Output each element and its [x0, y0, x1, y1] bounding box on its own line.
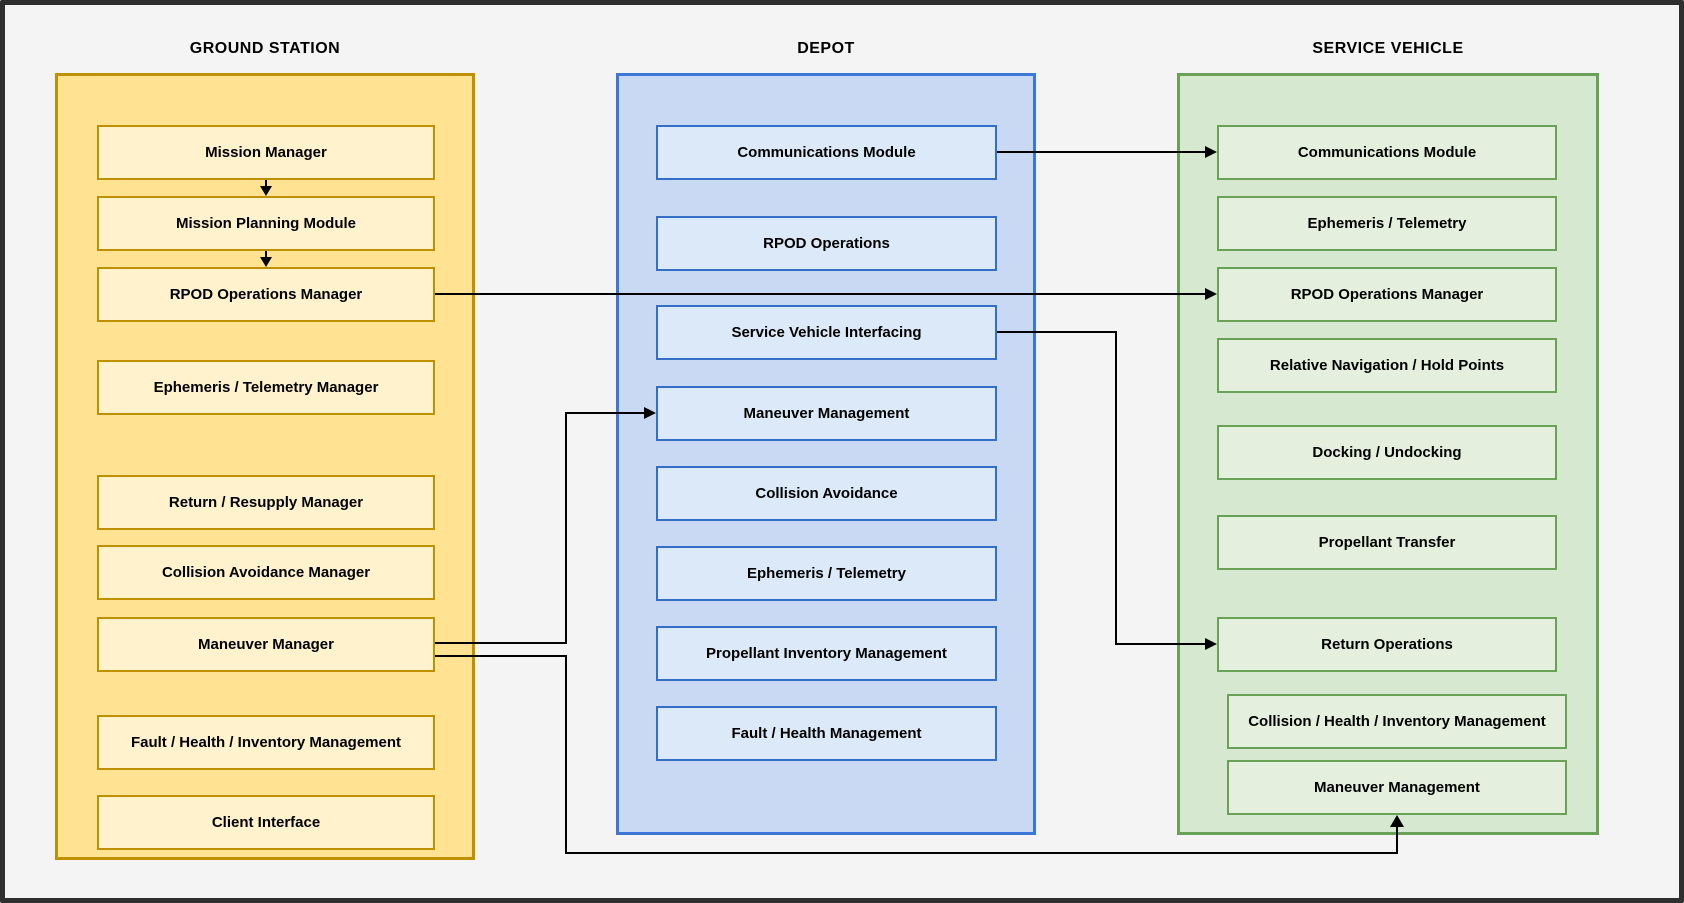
box-label: Collision Avoidance — [755, 485, 898, 502]
box-label: Client Interface — [211, 814, 321, 831]
sv-box-relative-navigation-hold-points: Relative Navigation / Hold Points — [1217, 338, 1557, 393]
box-label: Collision / Health / Inventory Managemen… — [1248, 713, 1546, 730]
arrowhead-up-icon — [1390, 815, 1404, 827]
gs-box-mission-planning-module: Mission Planning Module — [97, 196, 435, 251]
depot-box-communications-module: Communications Module — [656, 125, 997, 180]
sv-box-collision-health-inventory-management: Collision / Health / Inventory Managemen… — [1227, 694, 1567, 749]
box-label: RPOD Operations Manager — [169, 286, 363, 303]
arrowhead-right-icon — [1205, 146, 1217, 158]
depot-box-ephemeris-telemetry: Ephemeris / Telemetry — [656, 546, 997, 601]
depot-box-maneuver-management: Maneuver Management — [656, 386, 997, 441]
arrowhead-right-icon — [1205, 288, 1217, 300]
sv-box-return-operations: Return Operations — [1217, 617, 1557, 672]
box-label: RPOD Operations — [763, 235, 890, 252]
gs-box-client-interface: Client Interface — [97, 795, 435, 850]
box-label: Communications Module — [737, 144, 916, 161]
box-label: Service Vehicle Interfacing — [731, 324, 922, 341]
gs-box-return-resupply-manager: Return / Resupply Manager — [97, 475, 435, 530]
gs-box-rpod-operations-manager: RPOD Operations Manager — [97, 267, 435, 322]
box-label: Relative Navigation / Hold Points — [1269, 357, 1505, 374]
box-label: Propellant Transfer — [1318, 534, 1456, 551]
depot-box-propellant-inventory-management: Propellant Inventory Management — [656, 626, 997, 681]
box-label: Return / Resupply Manager — [168, 494, 364, 511]
box-label: Ephemeris / Telemetry Manager — [153, 379, 379, 396]
sv-box-propellant-transfer: Propellant Transfer — [1217, 515, 1557, 570]
gs-box-collision-avoidance-manager: Collision Avoidance Manager — [97, 545, 435, 600]
box-label: Fault / Health / Inventory Management — [130, 734, 402, 751]
box-label: Return Operations — [1321, 636, 1453, 653]
sv-box-maneuver-management: Maneuver Management — [1227, 760, 1567, 815]
box-label: Maneuver Management — [743, 405, 910, 422]
arrowhead-right-icon — [644, 407, 656, 419]
box-label: Collision Avoidance Manager — [161, 564, 371, 581]
box-label: Communications Module — [1297, 144, 1477, 161]
box-label: Docking / Undocking — [1312, 444, 1462, 461]
box-label: Ephemeris / Telemetry — [747, 565, 906, 582]
depot-box-collision-avoidance: Collision Avoidance — [656, 466, 997, 521]
box-label: Maneuver Manager — [198, 636, 334, 653]
gs-box-ephemeris-telemetry-manager: Ephemeris / Telemetry Manager — [97, 360, 435, 415]
gs-box-mission-manager: Mission Manager — [97, 125, 435, 180]
sv-box-docking-undocking: Docking / Undocking — [1217, 425, 1557, 480]
sv-box-ephemeris-telemetry: Ephemeris / Telemetry — [1217, 196, 1557, 251]
box-label: Maneuver Management — [1314, 779, 1480, 796]
gs-box-fault-health-inventory-management: Fault / Health / Inventory Management — [97, 715, 435, 770]
sv-box-communications-module: Communications Module — [1217, 125, 1557, 180]
ground-station-title: GROUND STATION — [189, 40, 341, 57]
service-vehicle-title: SERVICE VEHICLE — [1312, 40, 1464, 57]
depot-box-fault-health-management: Fault / Health Management — [656, 706, 997, 761]
depot-box-service-vehicle-interfacing: Service Vehicle Interfacing — [656, 305, 997, 360]
box-label: Propellant Inventory Management — [706, 645, 947, 662]
arrowhead-down-icon — [260, 186, 272, 196]
gs-box-maneuver-manager: Maneuver Manager — [97, 617, 435, 672]
arrowhead-down-icon — [260, 257, 272, 267]
depot-box-rpod-operations: RPOD Operations — [656, 216, 997, 271]
box-label: Mission Manager — [205, 144, 327, 161]
arrowhead-right-icon — [1205, 638, 1217, 650]
sv-box-rpod-operations-manager: RPOD Operations Manager — [1217, 267, 1557, 322]
box-label: Mission Planning Module — [176, 215, 356, 232]
depot-title: DEPOT — [797, 40, 855, 57]
box-label: Ephemeris / Telemetry — [1307, 215, 1467, 232]
box-label: Fault / Health Management — [731, 725, 922, 742]
box-label: RPOD Operations Manager — [1290, 286, 1484, 303]
